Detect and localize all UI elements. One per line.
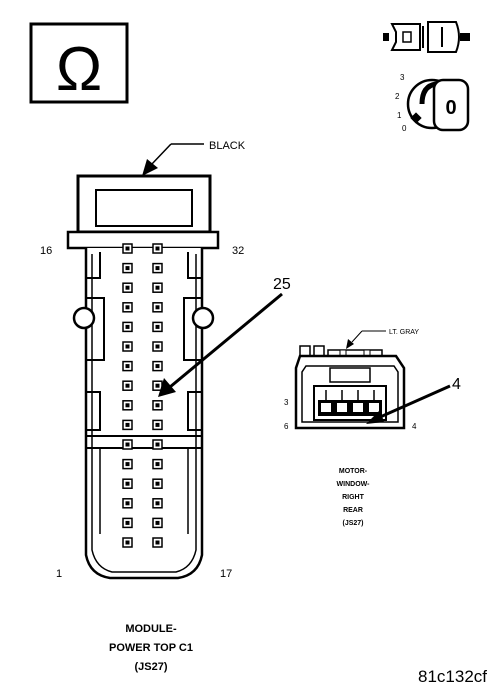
- small-callout-arrow: [366, 384, 451, 424]
- black-leader: [142, 143, 204, 176]
- pin-terminal: [125, 305, 130, 310]
- pin-terminal: [125, 422, 130, 427]
- main-connector-pins: [122, 243, 163, 548]
- key-digit: 0: [445, 97, 456, 119]
- pin-terminal: [155, 520, 160, 525]
- figure-id: 81c132cf: [418, 667, 487, 686]
- pin-terminal: [155, 540, 160, 545]
- main-connector-color-label: BLACK: [209, 140, 246, 152]
- main-callout-number: 25: [273, 276, 291, 293]
- small-caption-line-4: REAR: [343, 507, 363, 514]
- main-caption-line-2: POWER TOP C1: [109, 642, 193, 654]
- pin-terminal: [155, 344, 160, 349]
- pin-terminal: [125, 266, 130, 271]
- pin-terminal: [155, 383, 160, 388]
- pin-terminal: [125, 403, 130, 408]
- pin-terminal: [155, 266, 160, 271]
- pin-terminal: [155, 305, 160, 310]
- pin-terminal: [155, 422, 160, 427]
- pin-terminal: [155, 481, 160, 486]
- pin-terminal: [125, 344, 130, 349]
- main-caption-line-3: (JS27): [134, 661, 167, 673]
- pin-terminal: [125, 442, 130, 447]
- small-caption-line-5: (JS27): [342, 520, 363, 527]
- pin-terminal: [155, 285, 160, 290]
- pin-label-16: 16: [40, 245, 52, 257]
- ohm-symbol-box: Ω: [29, 22, 129, 104]
- pin-label-17: 17: [220, 568, 232, 580]
- key-position-0: 0: [402, 124, 407, 133]
- small-connector-color-label: LT. GRAY: [389, 329, 419, 336]
- main-connector-body: [66, 174, 220, 580]
- pin-terminal: [155, 403, 160, 408]
- pin-terminal: [125, 520, 130, 525]
- key-position-1: 1: [397, 111, 402, 120]
- small-pin-label-6: 6: [284, 422, 289, 431]
- pin-terminal: [125, 540, 130, 545]
- pin-terminal: [155, 364, 160, 369]
- pin-terminal: [125, 364, 130, 369]
- pin-label-32: 32: [232, 245, 244, 257]
- pin-terminal: [125, 501, 130, 506]
- small-caption-line-2: WINDOW-: [337, 481, 371, 488]
- pin-terminal: [125, 481, 130, 486]
- small-callout-number: 4: [452, 376, 461, 393]
- pin-terminal: [125, 383, 130, 388]
- small-pin-label-3: 3: [284, 398, 289, 407]
- small-caption-line-1: MOTOR-: [339, 468, 368, 475]
- connector-plug-icon: [383, 21, 470, 53]
- pin-terminal: [155, 462, 160, 467]
- main-callout-arrow: [158, 292, 283, 397]
- small-caption-line-3: RIGHT: [342, 494, 365, 501]
- pin-terminal: [155, 501, 160, 506]
- pin-label-1: 1: [56, 568, 62, 580]
- pin-terminal: [155, 442, 160, 447]
- pin-terminal: [125, 324, 130, 329]
- key-position-3: 3: [400, 73, 405, 82]
- key-position-2: 2: [395, 92, 400, 101]
- ohm-icon: Ω: [56, 35, 102, 104]
- lt-gray-leader: [346, 330, 386, 349]
- ignition-key-icon: 3 2 1 0 0: [395, 73, 470, 133]
- small-connector-body: [294, 345, 406, 430]
- pin-terminal: [155, 324, 160, 329]
- main-caption-line-1: MODULE-: [125, 623, 177, 635]
- pin-terminal: [125, 246, 130, 251]
- small-pin-label-4: 4: [412, 422, 417, 431]
- pin-terminal: [125, 285, 130, 290]
- pin-terminal: [155, 246, 160, 251]
- pin-terminal: [125, 462, 130, 467]
